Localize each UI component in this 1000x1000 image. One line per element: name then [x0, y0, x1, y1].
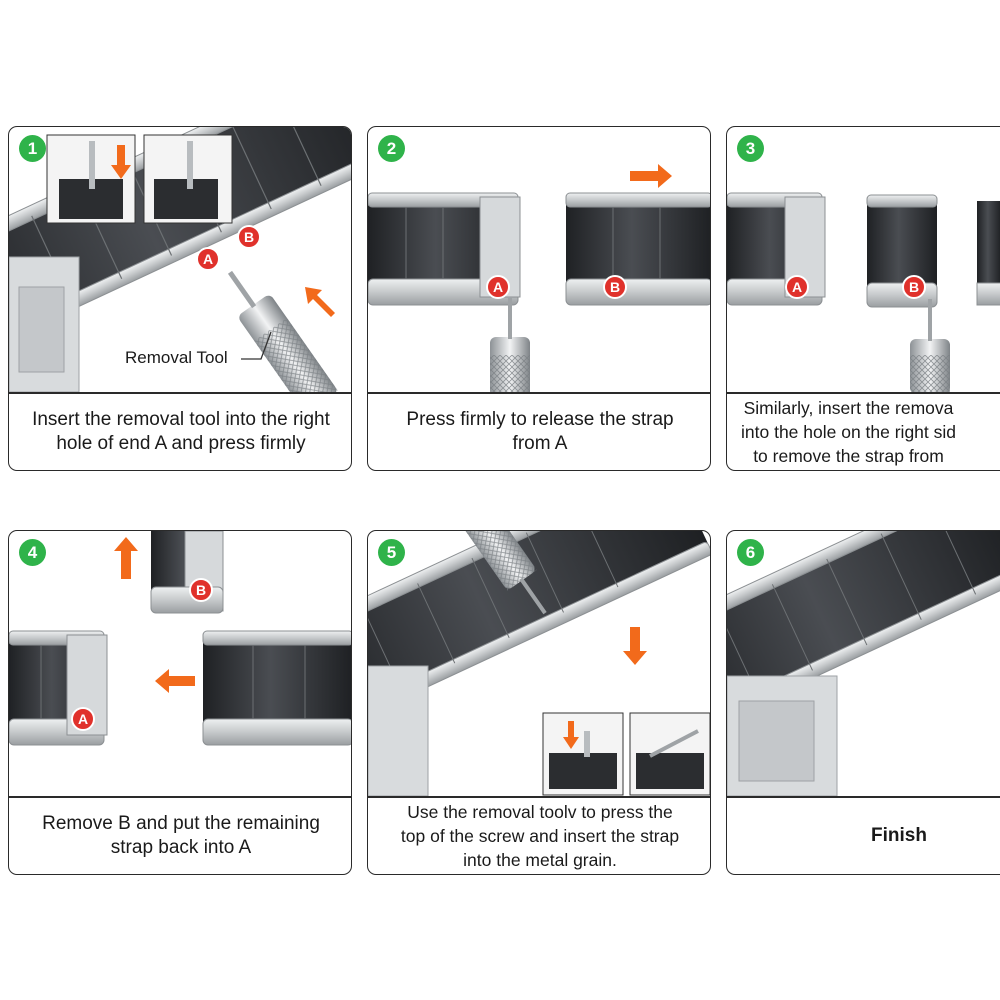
step-6-illustration [727, 531, 1000, 796]
marker-b-label: B [909, 279, 919, 295]
step-4-panel: 4 B A Remove B and put the remaining stra… [8, 530, 352, 875]
marker-a-label: A [78, 711, 88, 727]
marker-b-label: B [244, 229, 254, 245]
step-5-caption-line2: top of the screw and insert the strap [401, 826, 679, 846]
step-4-caption-line2: strap back into A [111, 837, 251, 858]
step-5-caption-line3: into the metal grain. [463, 850, 617, 870]
step-5-caption-line1: Use the removal toolv to press the [407, 802, 673, 822]
step-2-illustration [368, 127, 710, 392]
step-6-caption: Finish [727, 798, 1000, 874]
marker-b-icon: B [237, 225, 261, 249]
marker-a-label: A [792, 279, 802, 295]
step-5-badge: 5 [378, 539, 405, 566]
step-1-panel: 1 A B Removal Tool Insert the removal to… [8, 126, 352, 471]
step-5-illustration [368, 531, 710, 796]
step-3-caption-line3: to remove the strap from [753, 446, 944, 466]
step-3-caption: Similarly, insert the remova into the hol… [727, 394, 1000, 470]
step-5-panel: 5 Use the removal toolv to press the top … [367, 530, 711, 875]
step-2-caption: Press firmly to release the strap from A [368, 394, 711, 470]
marker-a-icon: A [486, 275, 510, 299]
step-2-caption-line2: from A [513, 433, 568, 454]
step-1-caption-line2: hole of end A and press firmly [56, 433, 305, 454]
step-1-caption-line1: Insert the removal tool into the right [32, 409, 330, 430]
step-3-panel: 3 A B Similarly, insert the remova into t… [726, 126, 1000, 471]
step-3-illustration [727, 127, 1000, 392]
marker-b-icon: B [603, 275, 627, 299]
step-3-caption-line2: into the hole on the right sid [741, 422, 956, 442]
marker-b-icon: B [902, 275, 926, 299]
step-1-badge: 1 [19, 135, 46, 162]
marker-b-label: B [610, 279, 620, 295]
marker-a-icon: A [785, 275, 809, 299]
marker-a-label: A [493, 279, 503, 295]
step-2-badge: 2 [378, 135, 405, 162]
step-4-illustration [9, 531, 351, 796]
step-2-caption-line1: Press firmly to release the strap [406, 409, 673, 430]
marker-b-label: B [196, 582, 206, 598]
marker-a-label: A [203, 251, 213, 267]
step-5-caption: Use the removal toolv to press the top of… [368, 798, 711, 874]
step-6-panel: 6 Finish [726, 530, 1000, 875]
removal-tool-label: Removal Tool [125, 348, 228, 368]
step-3-badge: 3 [737, 135, 764, 162]
step-6-badge: 6 [737, 539, 764, 566]
step-6-caption-line1: Finish [871, 824, 927, 848]
step-1-caption: Insert the removal tool into the right ho… [9, 394, 352, 470]
step-3-caption-line1: Similarly, insert the remova [744, 398, 954, 418]
marker-b-icon: B [189, 578, 213, 602]
step-4-badge: 4 [19, 539, 46, 566]
marker-a-icon: A [71, 707, 95, 731]
marker-a-icon: A [196, 247, 220, 271]
step-2-panel: 2 A B Press firmly to release the strap f… [367, 126, 711, 471]
step-4-caption-line1: Remove B and put the remaining [42, 813, 320, 834]
step-4-caption: Remove B and put the remaining strap back… [9, 798, 352, 874]
